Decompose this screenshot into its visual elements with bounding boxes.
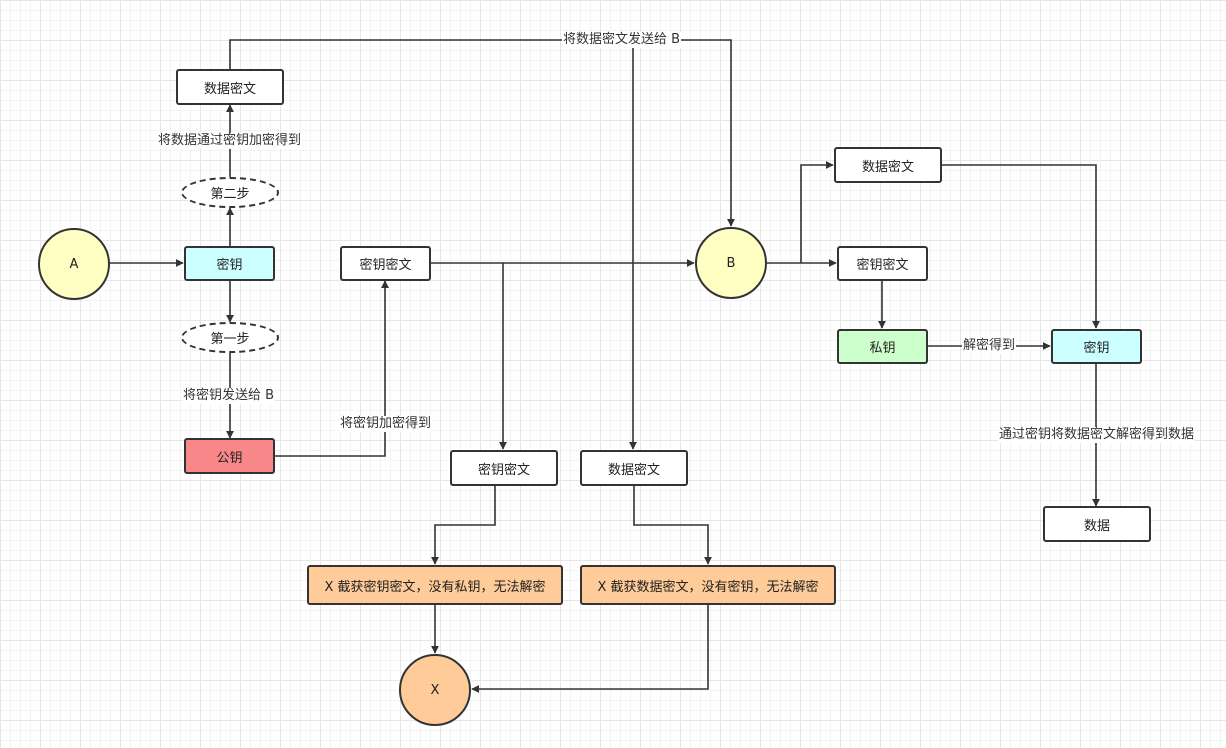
edge-label-decrypt-data: 通过密钥将数据密文解密得到数据 bbox=[998, 427, 1196, 443]
node-step1[interactable]: 第一步 bbox=[181, 322, 279, 353]
node-data-cipher-top[interactable]: 数据密文 bbox=[176, 69, 284, 105]
node-key-cipher-mid[interactable]: 密钥密文 bbox=[340, 246, 431, 281]
node-x-data-msg[interactable]: X 截获数据密文，没有密钥，无法解密 bbox=[580, 565, 836, 605]
node-x-key-msg[interactable]: X 截获密钥密文，没有私钥，无法解密 bbox=[307, 565, 563, 605]
node-a[interactable]: A bbox=[38, 228, 110, 300]
edge-label-send-key: 将密钥发送给 B bbox=[182, 388, 276, 404]
edge-x-key-cipher-to-msg bbox=[431, 485, 496, 565]
node-step2[interactable]: 第二步 bbox=[181, 177, 279, 208]
node-key-cipher-b[interactable]: 密钥密文 bbox=[837, 246, 928, 281]
node-key-b[interactable]: 密钥 bbox=[1051, 329, 1142, 364]
node-key-cipher-x[interactable]: 密钥密文 bbox=[450, 450, 558, 486]
node-privkey[interactable]: 私钥 bbox=[837, 329, 928, 364]
node-data[interactable]: 数据 bbox=[1043, 506, 1151, 542]
edge-label-send-data: 将数据密文发送给 B bbox=[562, 32, 682, 48]
edge-label-encrypt-key: 将密钥加密得到 bbox=[339, 416, 433, 432]
edge-data-cipher-send-to-b bbox=[229, 39, 735, 227]
edge-pubkey-to-key-cipher bbox=[274, 280, 389, 457]
edge-x-data-msg-to-x bbox=[471, 604, 709, 693]
node-x[interactable]: X bbox=[399, 654, 471, 726]
node-data-cipher-x[interactable]: 数据密文 bbox=[580, 450, 688, 486]
edge-x-data-cipher-to-msg bbox=[633, 485, 712, 565]
edge-label-decrypt-key: 解密得到 bbox=[962, 338, 1017, 354]
edge-b-to-data-cipher-b bbox=[800, 161, 834, 263]
node-b[interactable]: B bbox=[695, 227, 767, 299]
node-data-cipher-b[interactable]: 数据密文 bbox=[834, 147, 942, 183]
edge-label-encrypt-data: 将数据通过密钥加密得到 bbox=[157, 133, 303, 149]
node-pubkey[interactable]: 公钥 bbox=[184, 438, 275, 474]
node-key-a[interactable]: 密钥 bbox=[184, 246, 275, 281]
edge-data-cipher-b-to-key-b bbox=[940, 164, 1100, 329]
